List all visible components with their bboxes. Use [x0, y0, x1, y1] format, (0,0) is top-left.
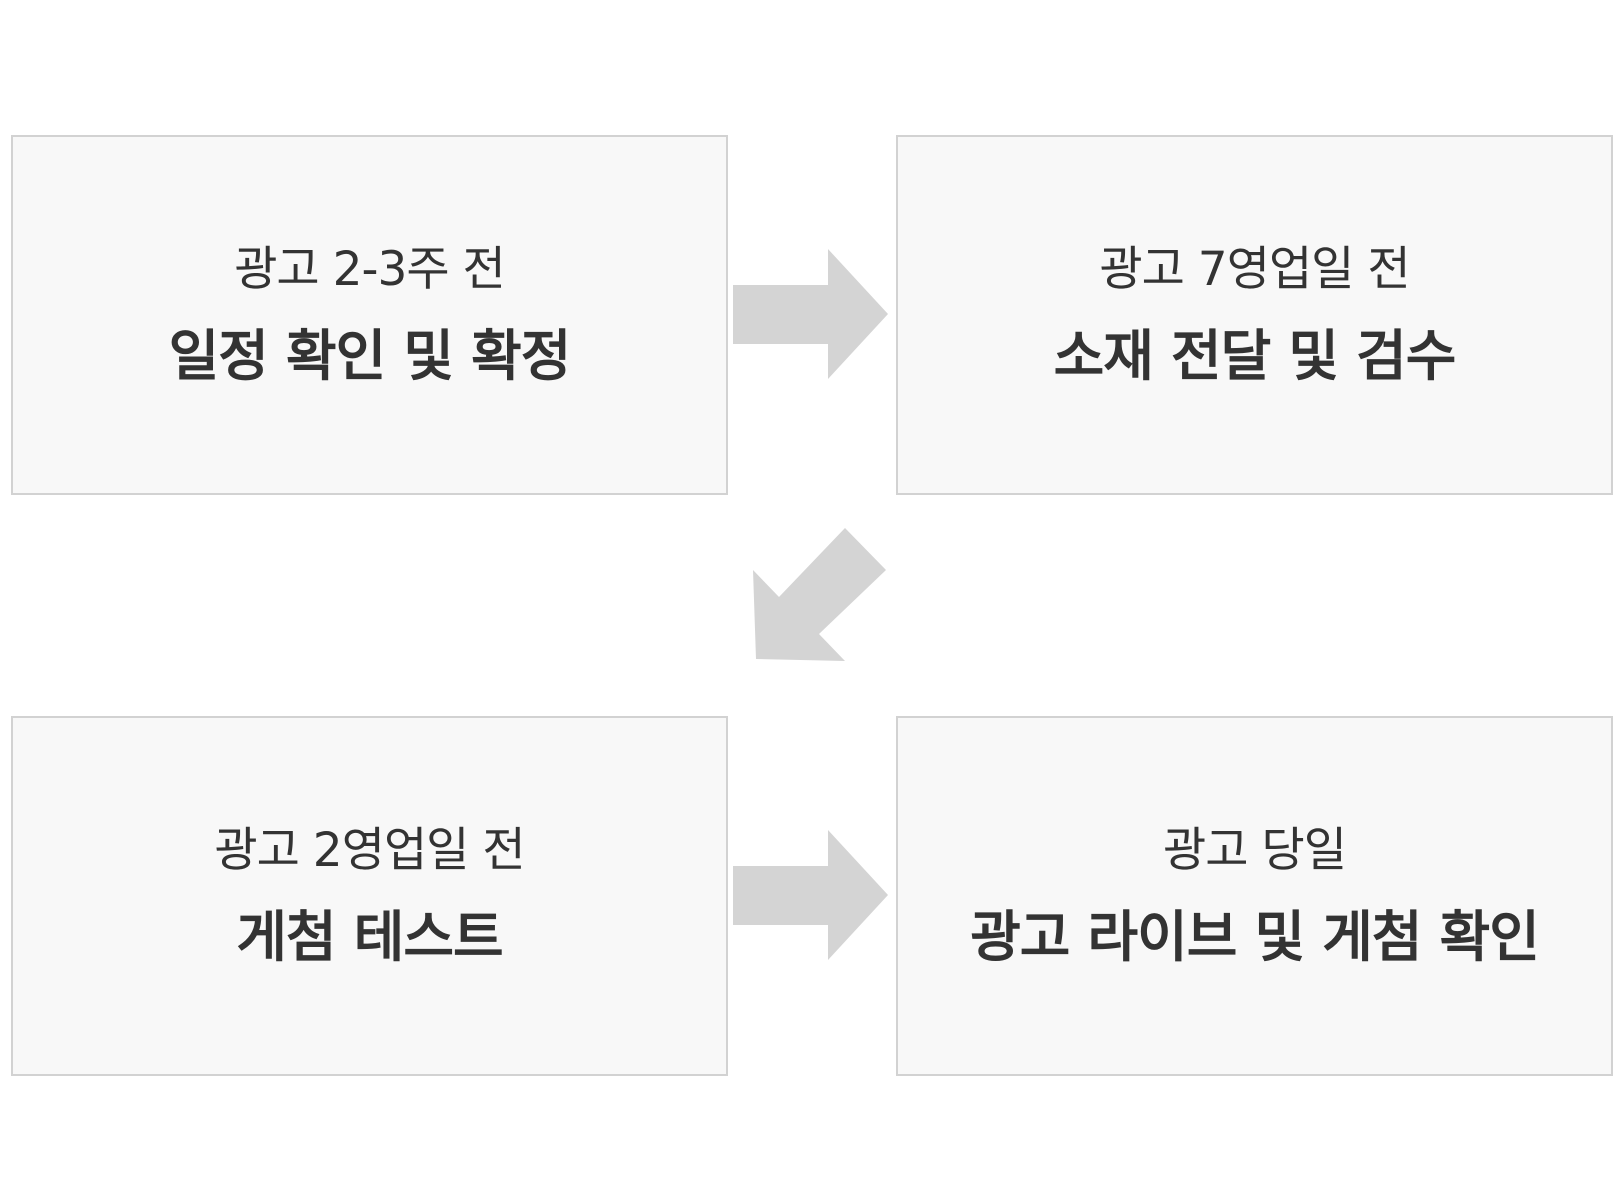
step-2-timing: 광고 7영업일 전 [1099, 242, 1410, 297]
step-4-timing: 광고 당일 [1163, 823, 1347, 878]
step-1-task: 일정 확인 및 확정 [168, 324, 572, 388]
step-3-timing: 광고 2영업일 전 [214, 823, 525, 878]
step-3-task: 게첨 테스트 [236, 905, 503, 969]
arrow-right-icon [733, 249, 888, 379]
arrow-right-icon [733, 830, 888, 960]
step-2-box: 광고 7영업일 전 소재 전달 및 검수 [896, 135, 1613, 495]
step-4-box: 광고 당일 광고 라이브 및 게첨 확인 [896, 716, 1613, 1076]
step-3-box: 광고 2영업일 전 게첨 테스트 [11, 716, 728, 1076]
arrow-down-left-icon [753, 528, 886, 661]
step-2-task: 소재 전달 및 검수 [1053, 324, 1457, 388]
step-4-task: 광고 라이브 및 게첨 확인 [970, 905, 1540, 969]
step-1-timing: 광고 2-3주 전 [234, 242, 506, 297]
step-1-box: 광고 2-3주 전 일정 확인 및 확정 [11, 135, 728, 495]
